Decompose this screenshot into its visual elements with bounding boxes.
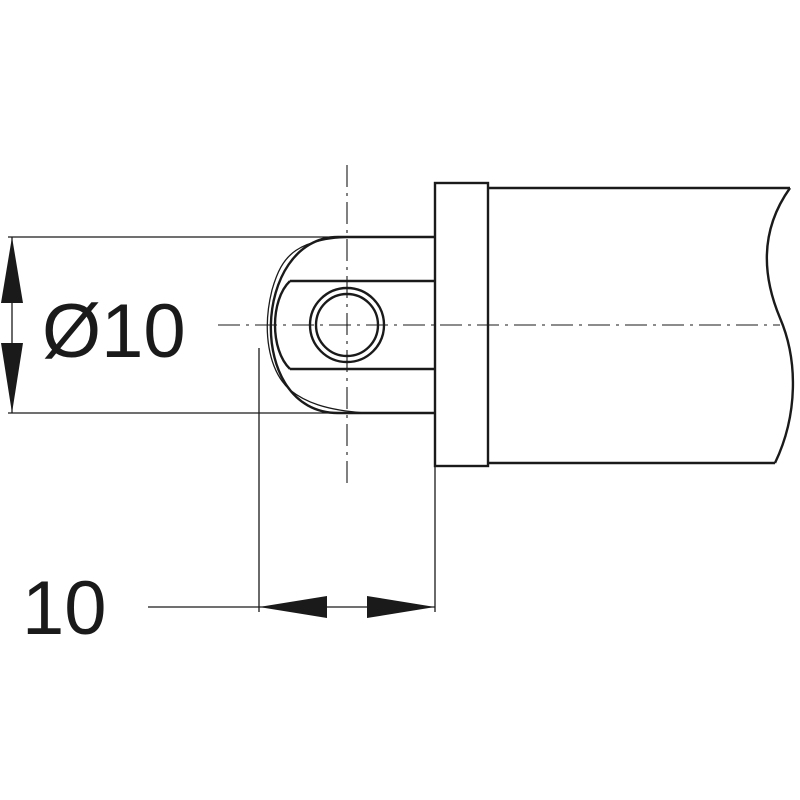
- arrowhead-up: [1, 237, 23, 303]
- diameter-label: Ø10: [42, 289, 186, 374]
- diameter-dimension: [1, 236, 338, 414]
- arrowhead-down: [1, 343, 23, 413]
- arrowhead-left: [259, 596, 327, 618]
- length-label: 10: [22, 566, 107, 651]
- length-dimension: [148, 348, 436, 618]
- arrowhead-right: [367, 596, 435, 618]
- cylinder-body: [488, 186, 795, 465]
